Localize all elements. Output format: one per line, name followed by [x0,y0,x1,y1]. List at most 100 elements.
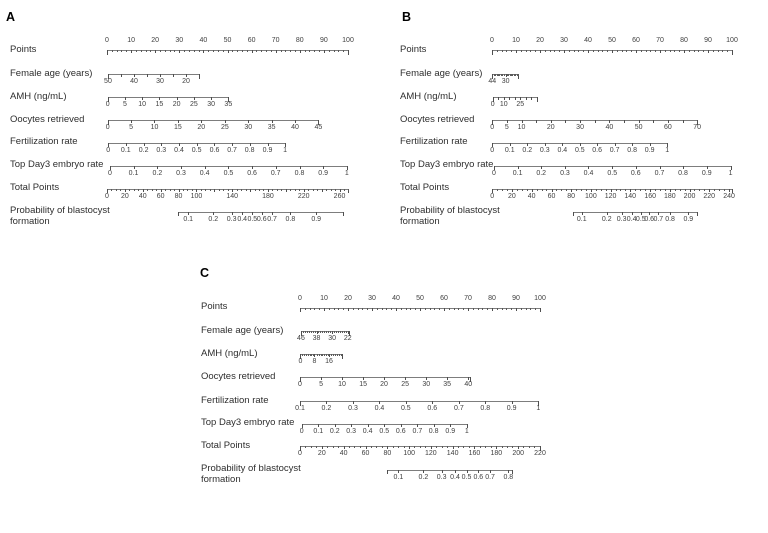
axis-tick-label: 140 [446,450,459,457]
axis-minor-tick [328,50,330,52]
axis-tick [160,74,162,77]
axis-tick-label: 140 [624,192,637,200]
axis-tick [492,307,493,311]
axis-tick-label: 220 [534,450,546,457]
axis-minor-tick [712,50,714,52]
axis-minor-tick [188,50,190,52]
axis-minor-tick [354,446,356,448]
axis-tick-label: 40 [291,124,299,131]
axis-minor-tick [447,446,449,448]
axis-tick [143,142,145,146]
axis-tick [732,50,733,53]
axis-minor-tick [326,188,328,191]
axis-minor-tick [227,188,229,191]
axis-tick [224,120,226,123]
axis-minor-tick [568,50,570,52]
axis-tick [316,211,318,215]
axis-tick [299,165,301,169]
axis-minor-tick [403,446,405,448]
axis-minor-tick [534,446,536,448]
axis-tick-label: 20 [197,124,206,131]
axis-tick [201,120,203,123]
axis-tick [506,120,508,123]
axis-endcap [511,469,513,474]
axis-label-female-age: Female age (years) [201,324,284,336]
axis-minor-tick [501,307,503,310]
axis-minor-tick [472,307,474,310]
axis-tick [346,165,348,169]
axis-minor-tick [516,188,518,191]
axis-tick [348,50,349,53]
axis-tick-label: 0.7 [609,146,620,154]
axis-tick [108,142,110,146]
axis-tick-label: 200 [683,192,696,200]
axis-tick-label: 35 [224,101,233,108]
axis-tick-label: 0 [490,37,494,44]
axis-minor-tick [316,354,318,356]
axis-tick-label: 0.7 [454,405,464,412]
axis-tick-label: 0.1 [512,169,523,177]
axis-tick [300,401,301,404]
axis-minor-tick [308,331,310,333]
axis-minor-tick [343,50,345,52]
axis-tick-label: 0.7 [270,169,281,177]
axis-tick [444,307,445,311]
axis-tick [124,97,126,100]
axis-minor-tick [526,188,528,191]
axis-tick-label: 0.3 [226,215,237,223]
panel-letter-c: C [200,266,210,280]
axis-minor-tick [322,354,324,356]
axis-tick [157,165,159,169]
axis-tick-label: 180 [262,192,274,200]
axis-minor-tick [512,74,514,76]
axis-label-female-age: Female age (years) [400,67,483,79]
axis-tick-label: 60 [664,124,672,131]
axis-tick-label: 0 [105,124,110,131]
axis-tick [228,97,230,100]
axis-minor-tick [496,50,498,52]
axis-minor-tick [453,307,455,310]
axis-tick-label: 0.7 [485,473,495,481]
axis-minor-tick [120,188,122,191]
axis-minor-tick [138,188,140,191]
axis-tick [458,401,460,404]
axis-minor-tick [501,446,503,448]
axis-tick [142,97,144,100]
axis-label-total-points: Total Points [400,182,450,193]
axis-tick [580,120,582,123]
axis-tick [384,377,385,380]
axis-minor-tick [381,307,383,310]
axis-tick [697,120,699,123]
axis-tick [509,142,511,146]
axis-minor-tick [415,307,417,310]
axis-minor-tick [520,50,522,52]
axis-tick-label: 70 [271,37,280,44]
axis-tick-label: 25 [220,124,229,131]
axis-minor-tick [620,188,622,191]
axis-minor-tick [499,74,501,76]
axis-tick [650,188,652,192]
axis-tick [133,74,135,77]
axis-tick-label: 45 [314,124,323,131]
axis-tick [180,165,182,169]
axis-tick-label: 20 [344,294,352,302]
axis-minor-tick [507,446,509,448]
axis-line [573,211,697,213]
axis-tick-label: 100 [403,450,416,457]
axis-minor-tick [436,446,438,448]
axis-tick [588,50,589,53]
axis-tick [493,165,495,169]
axis-minor-tick [448,307,450,310]
axis-minor-tick [650,50,652,52]
axis-tick-label: 200 [512,450,524,457]
axis-tick-label: 100 [534,294,546,302]
axis-tick [511,401,513,404]
axis-tick [540,307,541,311]
axis-line [109,165,347,167]
axis-minor-tick [585,188,587,191]
axis-tick [228,165,230,169]
axis-tick-label: 0 [298,381,302,388]
axis-tick-label: 0.3 [616,215,627,223]
